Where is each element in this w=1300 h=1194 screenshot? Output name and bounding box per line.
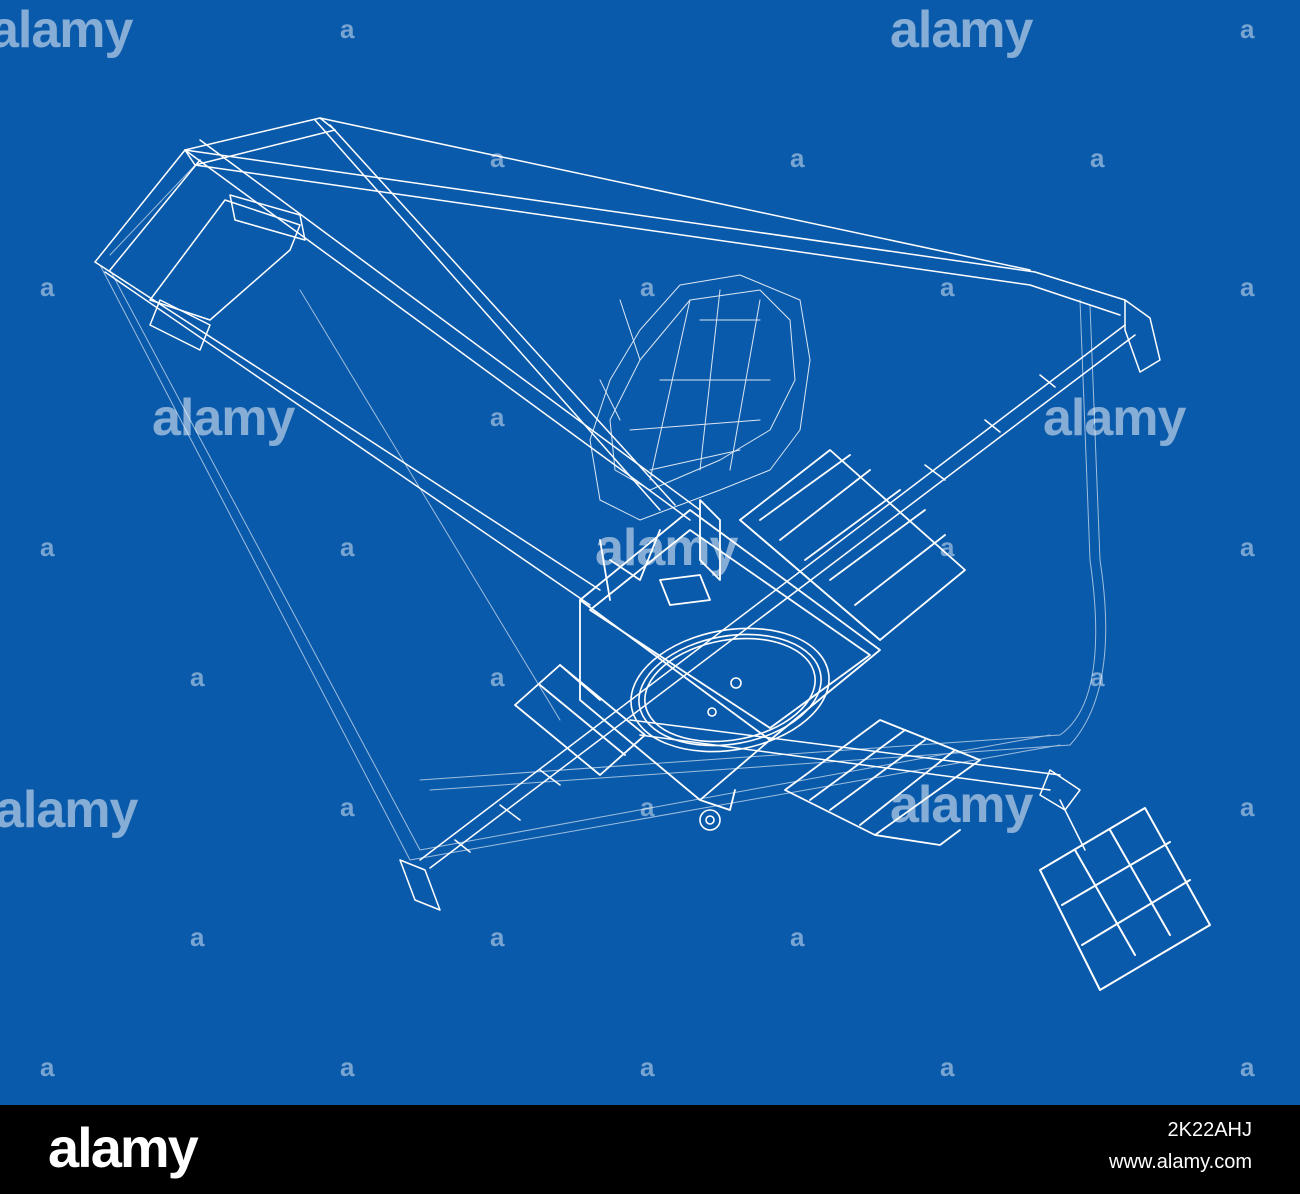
watermark-mark: a	[190, 922, 205, 952]
watermark-mark: a	[940, 532, 955, 562]
watermark-mark: a	[940, 272, 955, 302]
watermark-mark: a	[40, 532, 55, 562]
watermark-mark: a	[340, 14, 355, 44]
watermark-mark: a	[490, 402, 505, 432]
site-url: www.alamy.com	[1109, 1151, 1252, 1173]
image-id: 2K22AHJ	[1167, 1119, 1253, 1141]
watermark-mark: a	[640, 792, 655, 822]
watermark-logo: alamy	[152, 389, 295, 447]
watermark-mark: a	[340, 532, 355, 562]
watermark-mark: a	[640, 272, 655, 302]
solar-array-upper	[739, 449, 966, 641]
watermark-logo: alamy	[890, 1, 1033, 59]
right-boom	[399, 324, 1136, 911]
watermark-mark: a	[40, 1052, 55, 1082]
watermark-mark: a	[940, 1052, 955, 1082]
watermark-mark: a	[1240, 1052, 1255, 1082]
watermark-mark: a	[340, 1052, 355, 1082]
watermark-mark: a	[1240, 792, 1255, 822]
watermark-mark: a	[340, 792, 355, 822]
solar-array-lower	[784, 719, 981, 846]
solar-array-left	[514, 664, 646, 776]
telescope-wireframe	[94, 117, 1211, 991]
oval-aperture	[630, 627, 830, 831]
sunshield-outline	[99, 159, 1107, 861]
watermark-mark: a	[40, 272, 55, 302]
watermark-mark: a	[490, 922, 505, 952]
watermark-mark: a	[1090, 143, 1105, 173]
grid-panel	[1039, 807, 1211, 991]
footer-bar: alamy 2K22AHJ www.alamy.com	[0, 1105, 1300, 1194]
watermark-mark: a	[790, 143, 805, 173]
upper-boom	[184, 117, 1161, 373]
watermark-logo: alamy	[890, 776, 1033, 834]
watermark-mark: a	[640, 1052, 655, 1082]
watermark-mark: a	[1240, 272, 1255, 302]
footer-logo: alamy	[48, 1116, 199, 1179]
instrument-module	[589, 274, 811, 521]
watermark-mark: a	[490, 662, 505, 692]
watermark-logo: alamy	[0, 781, 138, 839]
spacecraft-bus	[579, 499, 881, 811]
blueprint-illustration: alamy alamy alamy alamy alamy alamy alam…	[0, 0, 1300, 1105]
lower-boom	[629, 719, 1086, 851]
watermark-logo: alamy	[0, 1, 133, 59]
watermark-logo: alamy	[1043, 389, 1186, 447]
watermark-mark: a	[190, 662, 205, 692]
watermark-logo: alamy	[595, 519, 738, 577]
watermark-mark: a	[490, 143, 505, 173]
watermark-mark: a	[1240, 532, 1255, 562]
watermark-mark: a	[1090, 662, 1105, 692]
watermark-mark: a	[790, 922, 805, 952]
watermark-mark: a	[1240, 14, 1255, 44]
left-boom	[94, 119, 701, 606]
